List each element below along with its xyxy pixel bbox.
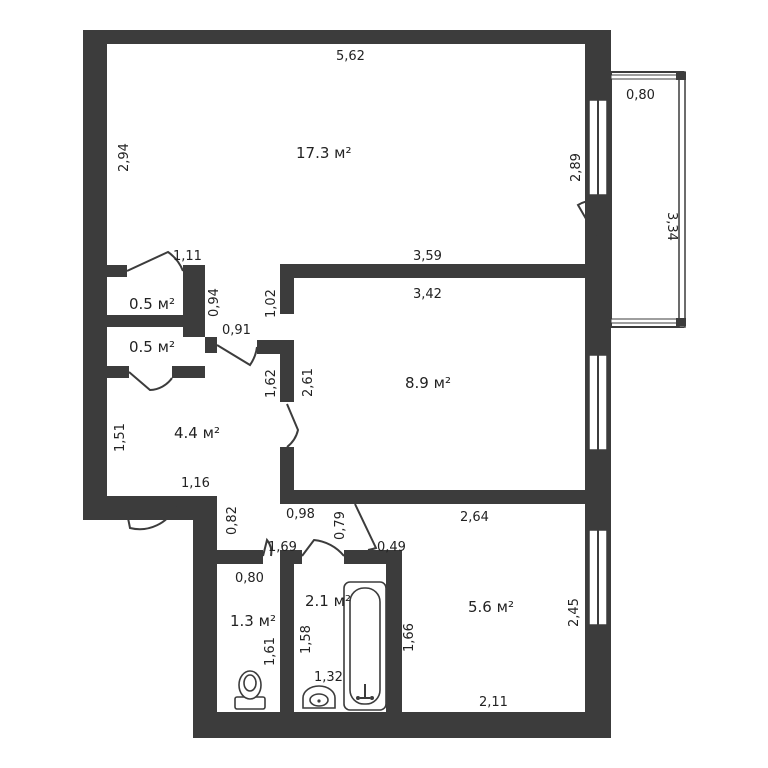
dim-label: 0,79	[333, 511, 348, 540]
balcony	[610, 71, 686, 328]
door-swings	[126, 250, 378, 557]
room-area-living: 17.3 м²	[296, 144, 352, 162]
dim-label: 3,34	[664, 212, 679, 241]
balcony-door	[576, 199, 611, 326]
sink-icon	[302, 685, 336, 709]
dim-label: 1,11	[173, 249, 202, 264]
room-area-closet-2: 0.5 м²	[129, 338, 175, 356]
room-area-toilet: 1.3 м²	[230, 612, 276, 630]
toilet-icon	[234, 670, 266, 710]
dim-label: 2,61	[301, 368, 316, 397]
bathtub-icon	[343, 581, 387, 711]
dim-label: 5,62	[336, 49, 365, 64]
dim-label: 0,80	[235, 571, 264, 586]
dim-label: 1,61	[263, 637, 278, 666]
dim-label: 2,64	[460, 510, 489, 525]
dim-label: 0,91	[222, 323, 251, 338]
room-area-closet-1: 0.5 м²	[129, 295, 175, 313]
room-area-kitchen: 5.6 м²	[468, 598, 514, 616]
dim-label: 0,94	[207, 288, 222, 317]
dim-label: 1,62	[264, 369, 279, 398]
dim-label: 0,82	[225, 506, 240, 535]
dim-label: 3,59	[413, 249, 442, 264]
dim-label: 2,94	[117, 143, 132, 172]
dim-label: 1,02	[264, 289, 279, 318]
dim-label: 2,45	[567, 598, 582, 627]
dim-label: 1,51	[113, 423, 128, 452]
dimension-labels: 5,62 2,94 2,89 0,80 3,34 1,11 3,59 3,42 …	[113, 49, 679, 710]
dim-label: 1,58	[299, 625, 314, 654]
room-area-bathroom: 2.1 м²	[305, 592, 351, 610]
interior-walls	[107, 264, 585, 720]
dim-label: 0,49	[377, 540, 406, 555]
dim-label: 2,89	[569, 153, 584, 182]
dim-label: 3,42	[413, 287, 442, 302]
room-areas: 17.3 м² 0.5 м² 0.5 м² 4.4 м² 8.9 м² 1.3 …	[129, 144, 514, 630]
dim-label: 1,66	[402, 623, 417, 652]
dim-label: 0,80	[626, 88, 655, 103]
windows	[588, 99, 608, 626]
room-area-bedroom: 8.9 м²	[405, 374, 451, 392]
dim-label: 2,11	[479, 695, 508, 710]
dim-label: 1,69	[268, 540, 297, 555]
dim-label: 1,16	[181, 476, 210, 491]
room-area-hall: 4.4 м²	[174, 424, 220, 442]
dim-label: 0,98	[286, 507, 315, 522]
dim-label: 1,32	[314, 670, 343, 685]
